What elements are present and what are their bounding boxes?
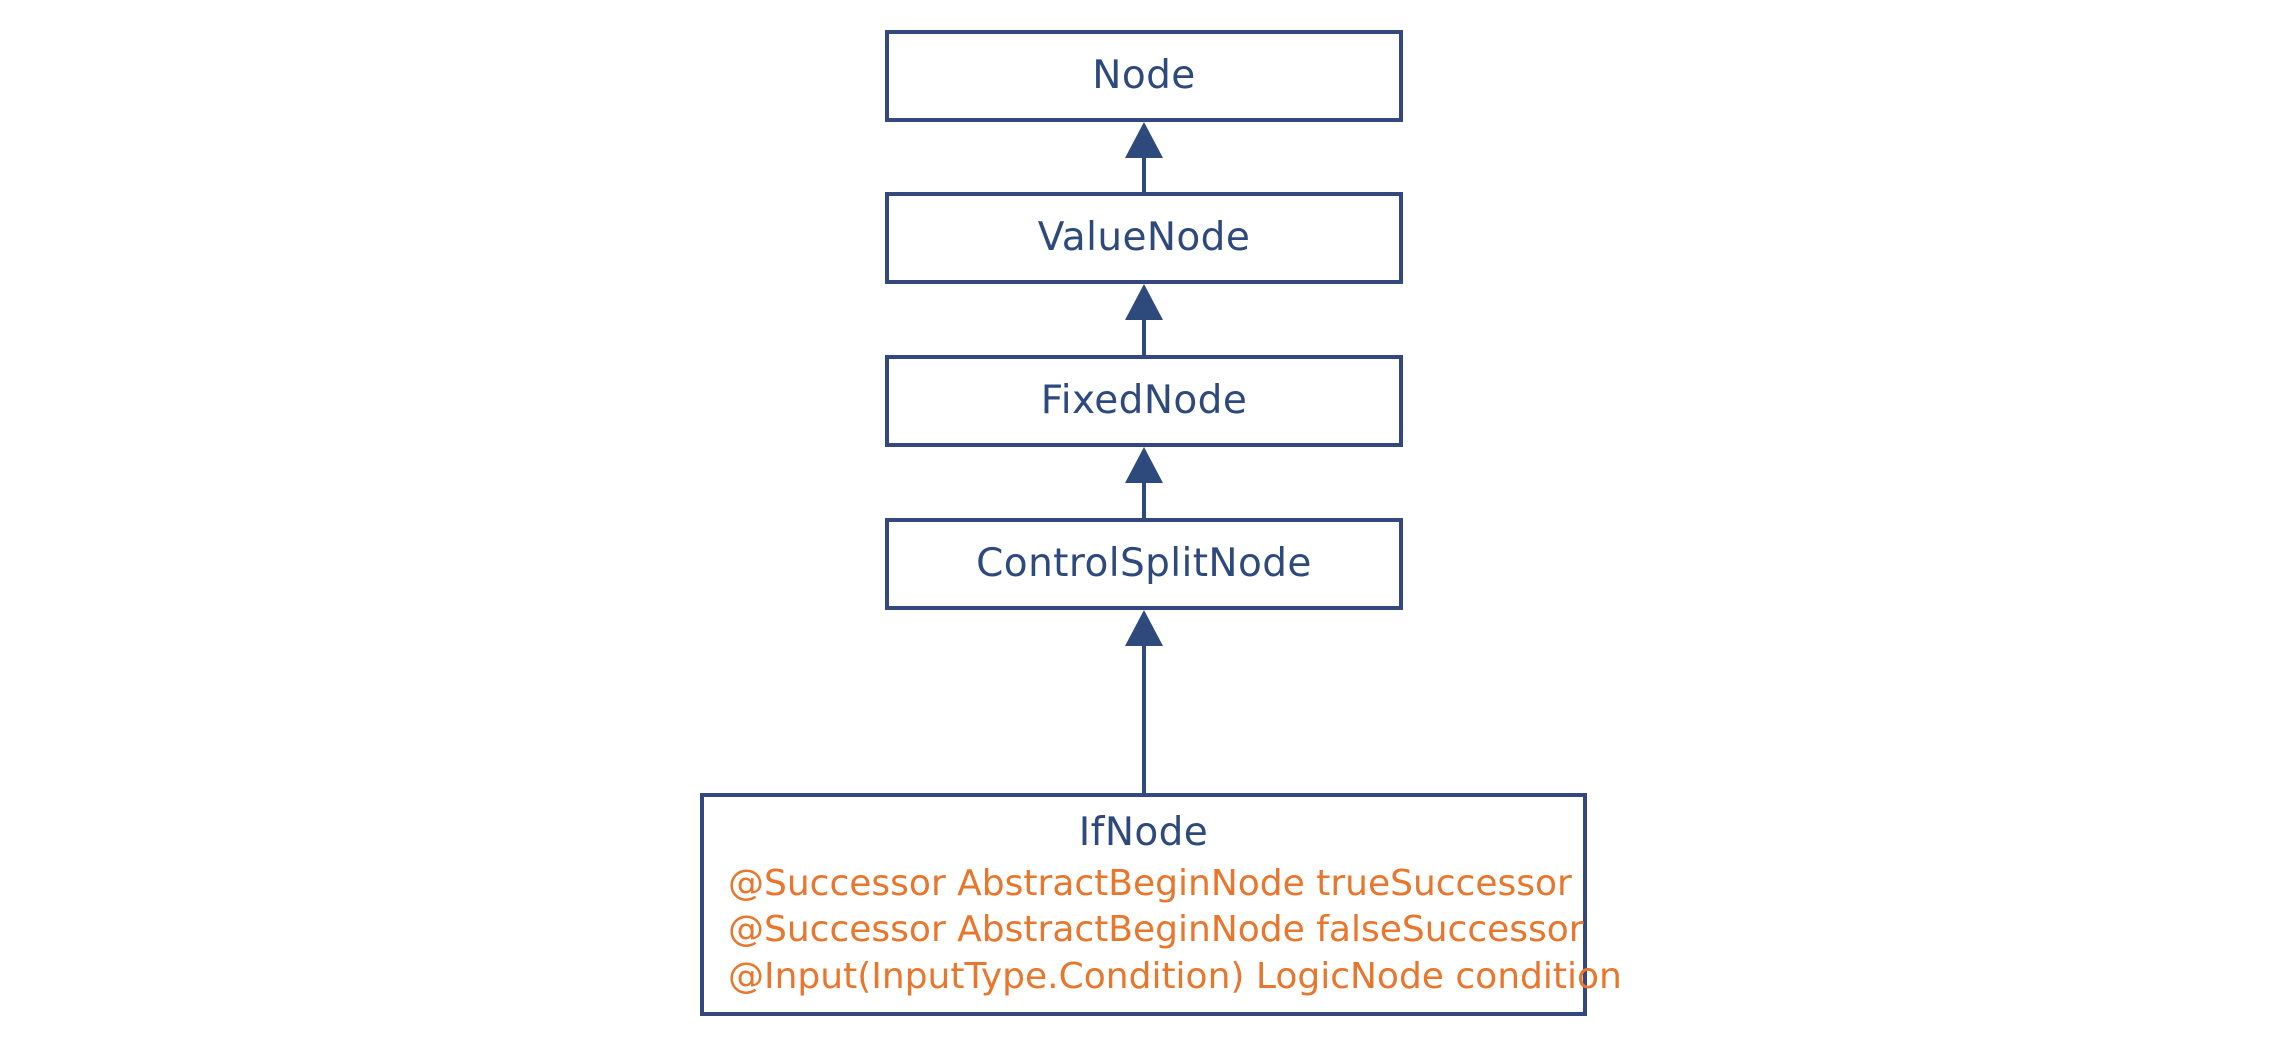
class-box-node[interactable]: Node <box>885 30 1403 122</box>
class-name-ifnode: IfNode <box>1078 810 1209 855</box>
class-box-controlsplitnode[interactable]: ControlSplitNode <box>885 518 1403 610</box>
generalization-arrow-valuenode-to-node <box>1125 122 1163 192</box>
class-box-valuenode[interactable]: ValueNode <box>885 192 1403 284</box>
class-name-valuenode: ValueNode <box>1037 215 1251 261</box>
class-member-condition: @Input(InputType.Condition) LogicNode co… <box>728 956 1622 998</box>
class-box-ifnode[interactable]: IfNode @Successor AbstractBeginNode true… <box>700 793 1622 1016</box>
class-name-controlsplitnode: ControlSplitNode <box>976 541 1312 587</box>
class-member-true-successor: @Successor AbstractBeginNode trueSuccess… <box>728 862 1572 904</box>
class-box-fixednode[interactable]: FixedNode <box>885 355 1403 447</box>
arrow-head-triangle-icon <box>1125 610 1163 646</box>
class-member-false-successor: @Successor AbstractBeginNode falseSucces… <box>728 909 1584 951</box>
arrow-head-triangle-icon <box>1125 447 1163 483</box>
class-name-node: Node <box>1092 53 1196 99</box>
generalization-arrow-controlsplitnode-to-fixednode <box>1125 447 1163 518</box>
class-name-fixednode: FixedNode <box>1040 378 1248 424</box>
arrow-head-triangle-icon <box>1125 284 1163 320</box>
arrow-head-triangle-icon <box>1125 122 1163 158</box>
generalization-arrow-fixednode-to-valuenode <box>1125 284 1163 355</box>
class-members-ifnode: @Successor AbstractBeginNode trueSuccess… <box>728 861 1622 1001</box>
generalization-arrow-ifnode-to-controlsplitnode <box>1125 610 1163 793</box>
